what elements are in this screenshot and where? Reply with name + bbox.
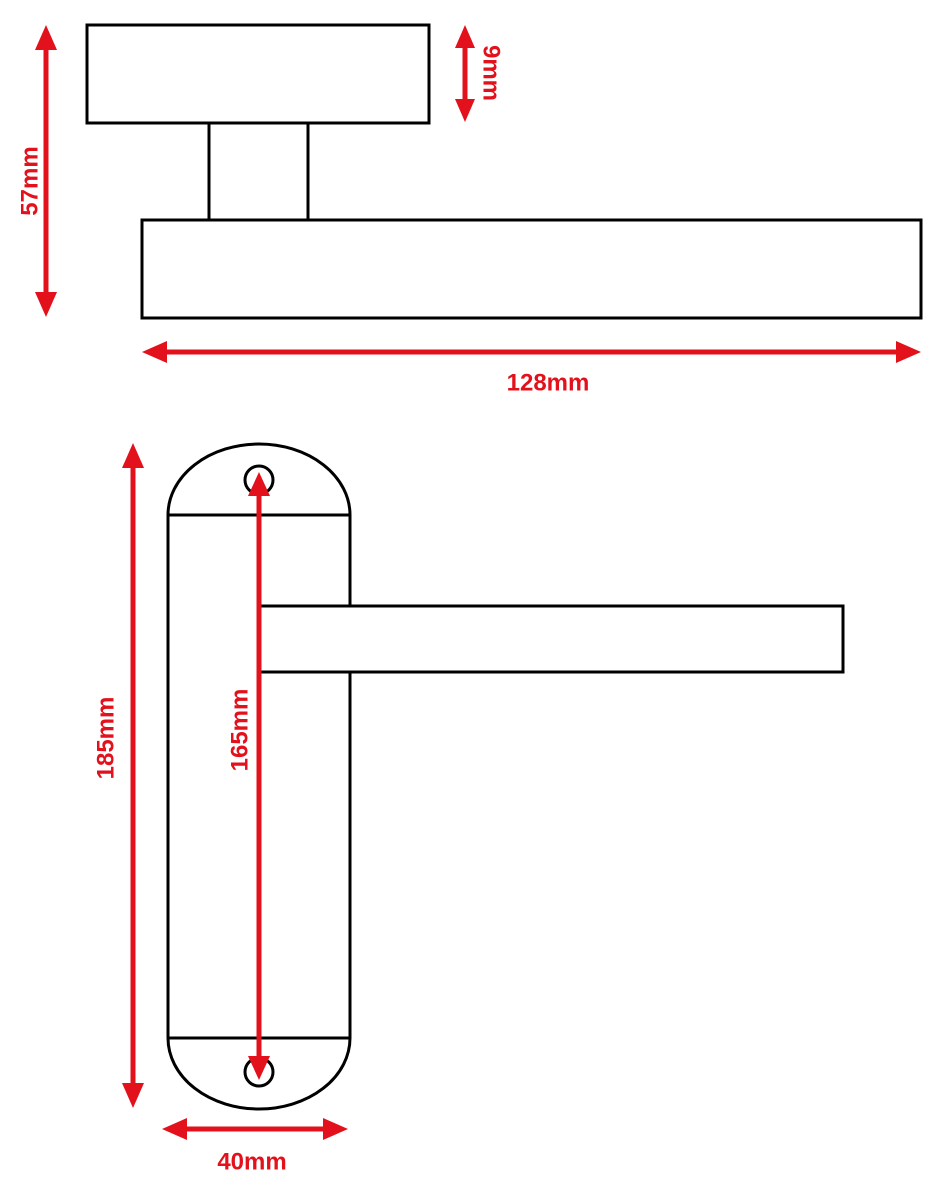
front-view: 185mm 165mm 40mm	[93, 442, 845, 1176]
fixing-centres-label: 165mm	[227, 689, 254, 772]
rose-thickness-label: 9mm	[478, 45, 505, 101]
arrow-down-icon	[455, 99, 475, 122]
fixing-centres-dimension: 165mm	[227, 472, 270, 1080]
plate-height-label: 185mm	[93, 697, 120, 780]
arrow-left-icon	[142, 341, 167, 363]
rose-outline	[85, 23, 431, 125]
arrow-up-icon	[35, 25, 57, 50]
plate-width-dimension: 40mm	[162, 1118, 348, 1176]
arrow-up-icon	[122, 443, 144, 468]
lever-outline	[257, 604, 845, 674]
plate-width-label: 40mm	[217, 1149, 286, 1176]
lever-length-label: 128mm	[507, 370, 590, 397]
lever-arm-outline	[140, 218, 923, 320]
arrow-right-icon	[323, 1118, 348, 1140]
arrow-down-icon	[248, 1056, 270, 1080]
plate-height-dimension: 185mm	[93, 443, 144, 1108]
arrow-up-icon	[248, 472, 270, 496]
rose-thickness-dimension: 9mm	[455, 25, 505, 122]
arrow-up-icon	[455, 25, 475, 48]
side-view: 57mm 9mm 128mm	[17, 23, 923, 397]
neck-outline	[207, 121, 310, 222]
lever-length-dimension: 128mm	[142, 341, 921, 397]
arrow-down-icon	[122, 1083, 144, 1108]
height-label: 57mm	[17, 146, 44, 215]
arrow-left-icon	[162, 1118, 187, 1140]
arrow-right-icon	[896, 341, 921, 363]
arrow-down-icon	[35, 292, 57, 317]
height-dimension: 57mm	[17, 25, 57, 317]
